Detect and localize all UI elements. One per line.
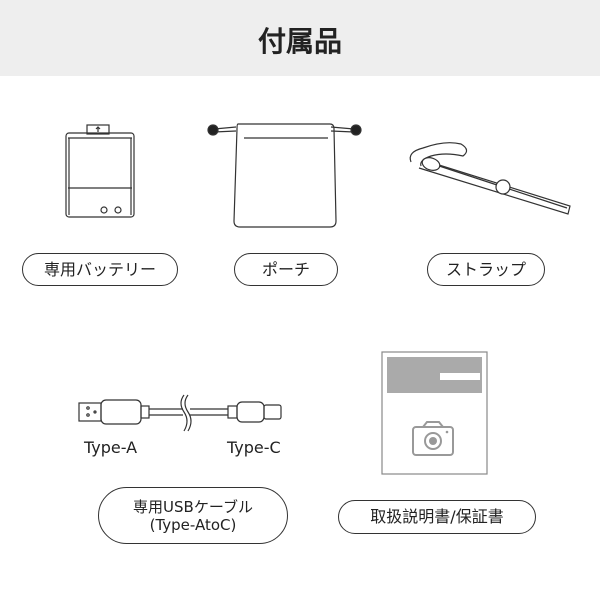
usb-cable-label: 専用USBケーブル (Type-AtoC) (98, 487, 288, 544)
type-c-label: Type-C (227, 438, 281, 457)
page-title: 付属品 (257, 25, 342, 58)
manual-label: 取扱説明書/保証書 (338, 500, 536, 534)
label-text: ポーチ (261, 259, 310, 279)
strap-icon (409, 142, 571, 215)
label-line-2: (Type-AtoC) (149, 515, 237, 534)
battery-icon (65, 124, 135, 218)
pouch-label: ポーチ (234, 253, 338, 286)
header-band (0, 0, 600, 76)
usb-cable-icon (78, 394, 282, 432)
strap-label: ストラップ (427, 253, 545, 286)
label-text: ストラップ (445, 259, 526, 279)
label-text: 取扱説明書/保証書 (370, 507, 504, 527)
battery-label: 専用バッテリー (22, 253, 178, 286)
label-line-1: 専用USBケーブル (133, 497, 253, 516)
pouch-icon (207, 123, 362, 228)
type-a-label: Type-A (84, 438, 138, 457)
label-text: 専用バッテリー (43, 259, 156, 279)
manual-icon (381, 351, 488, 475)
